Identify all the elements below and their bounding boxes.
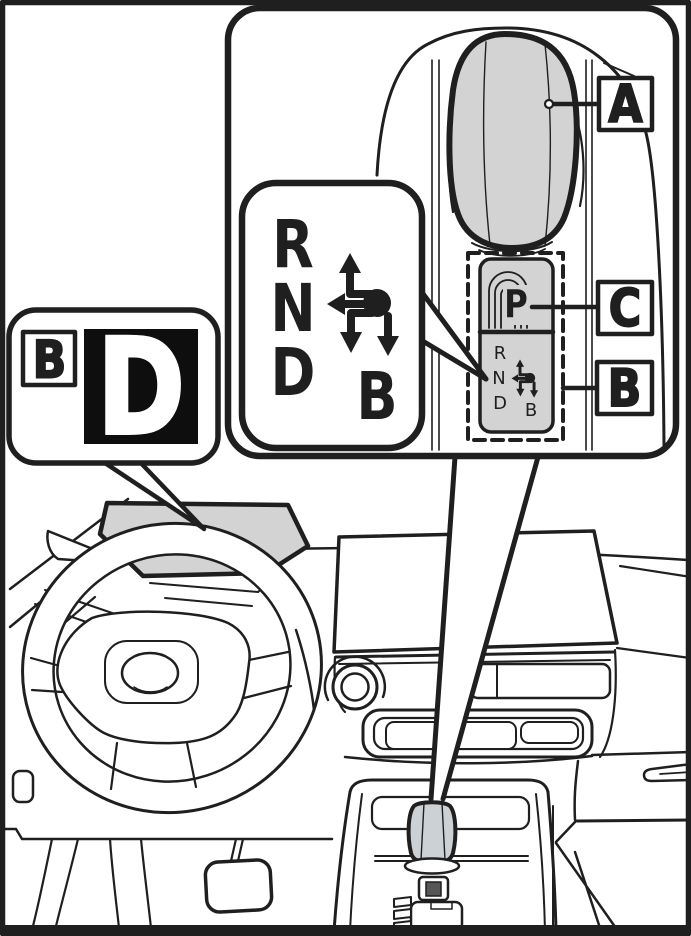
panel-letter-d: D: [493, 393, 507, 414]
console-closeup-art: P R N D B A C B: [375, 26, 666, 451]
display-indicator-callout: B D: [6, 307, 221, 532]
label-a: A: [608, 75, 643, 135]
passenger-dash: [554, 750, 691, 844]
dash-knob: [323, 655, 387, 711]
wheel-spokes: [29, 650, 293, 791]
brake-pedal: [203, 858, 274, 914]
pattern-letter-r: R: [272, 207, 314, 284]
steering-emblem: [120, 651, 180, 695]
center-vent-strip: [361, 708, 594, 759]
shifter-base-panel: P R N D B: [477, 257, 556, 434]
label-box-b-display: [20, 329, 78, 388]
label-c: C: [609, 279, 641, 339]
gear-indicator-box: [84, 329, 198, 444]
label-b: B: [608, 359, 642, 419]
label-box-a: [596, 75, 655, 133]
console-closeup-callout: P R N D B A C B: [224, 4, 680, 802]
park-button-letter: P: [504, 283, 528, 327]
center-console: [332, 778, 620, 933]
shift-knob-scene: [406, 800, 458, 864]
floor-and-pedals: [0, 769, 334, 930]
accelerator-pedal: [108, 837, 153, 930]
pattern-letter-n: N: [270, 271, 315, 348]
panel-letter-b: B: [525, 400, 537, 421]
label-b-display: B: [33, 330, 67, 390]
label-box-c: [595, 279, 655, 337]
shift-pattern-zoom-callout: R N D B: [238, 179, 489, 452]
shift-base-dashed-outline: [466, 251, 565, 442]
panel-letter-n: N: [492, 368, 505, 389]
upper-vent: [468, 662, 612, 700]
gear-indicator-letter: D: [97, 312, 185, 465]
label-box-b: [594, 359, 655, 417]
shift-lever-scene: [403, 800, 461, 875]
figure-border-bottom: [3, 925, 688, 933]
dash-trim-handle: [642, 762, 691, 783]
main-illustration: [0, 497, 691, 933]
pattern-letter-d: D: [271, 335, 316, 412]
steering-wheel: [21, 521, 323, 815]
panel-letter-r: R: [494, 343, 507, 364]
shift-pattern-bubble: [238, 179, 426, 452]
pattern-letter-b: B: [356, 359, 397, 436]
shift-knob-closeup: [446, 31, 580, 251]
